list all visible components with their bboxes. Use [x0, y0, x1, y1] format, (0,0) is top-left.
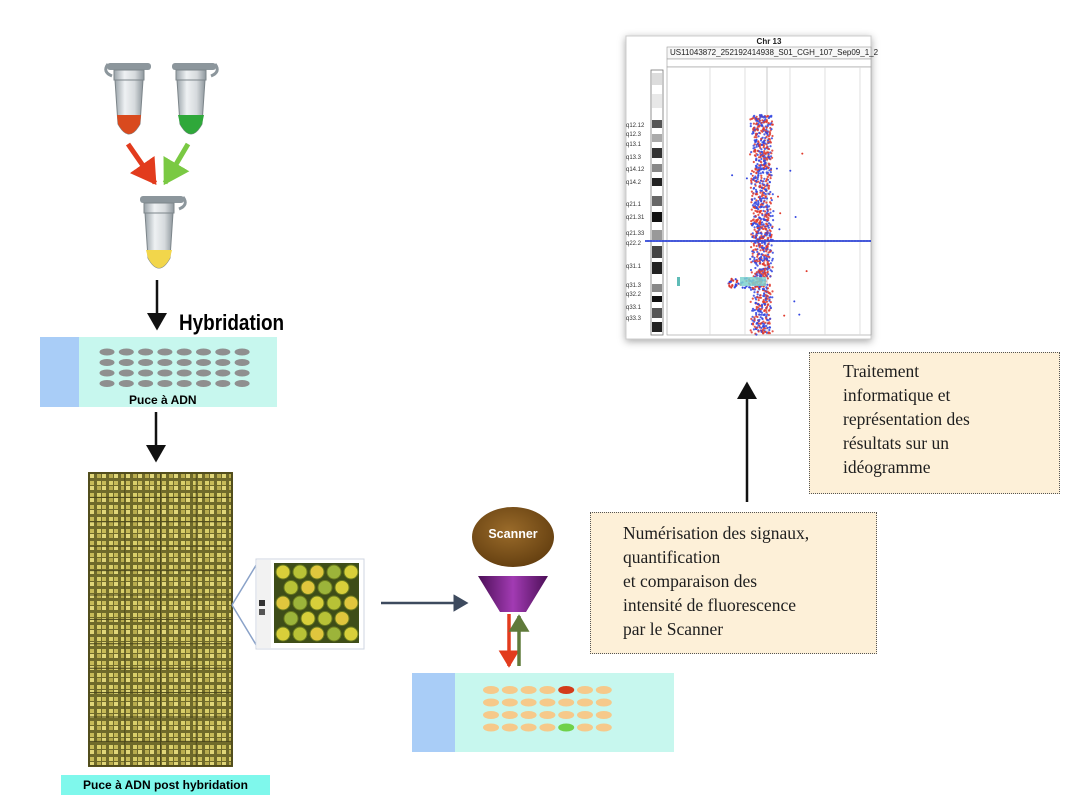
note-traitement-line: Traitement — [843, 361, 920, 381]
ideogram-band-label: q31.1 — [626, 264, 642, 270]
cgh-result-plot — [625, 35, 872, 340]
note-numerisation-line: intensité de fluorescence — [623, 595, 796, 615]
note-traitement-line: idéogramme — [843, 457, 931, 477]
red-sample-tube — [104, 63, 151, 135]
ideogram-band-label: q13.3 — [626, 155, 642, 161]
plot-chromosome-title: Chr 13 — [756, 37, 782, 46]
ideogram-band-label: q14.2 — [626, 180, 642, 186]
note-numerisation-line: et comparaison des — [623, 571, 758, 591]
scanner-label: Scanner — [488, 527, 538, 541]
note-numerisation-line: Numérisation des signaux, — [623, 523, 810, 543]
post-hybridation-chip-image — [88, 472, 233, 767]
note-numerisation-line: quantification — [623, 547, 721, 567]
scanner-device — [472, 507, 554, 612]
note-traitement-line: résultats sur un — [843, 433, 949, 453]
note-numerisation-line: par le Scanner — [623, 619, 724, 639]
note-numerisation: Numérisation des signaux, quantification… — [590, 512, 877, 654]
ideogram-band-label: q22.2 — [626, 241, 642, 247]
zoom-inset-image — [255, 558, 365, 650]
ideogram-band-label: q12.3 — [626, 132, 642, 138]
note-traitement-line: informatique et — [843, 385, 951, 405]
ideogram-band-label: q32.2 — [626, 292, 642, 298]
ideogram-band-label: q13.1 — [626, 142, 642, 148]
mixed-sample-tube — [140, 196, 187, 269]
note-traitement: Traitement informatique et représentatio… — [809, 352, 1060, 494]
ideogram-band-label: q14.12 — [626, 167, 645, 173]
ideogram-band-label: q33.3 — [626, 316, 642, 322]
ideogram-band-label: q21.1 — [626, 202, 642, 208]
ideogram-band-labels: q12.12 q12.3 q13.1 q13.3 q14.12 q14.2 q21.1 q21… — [626, 0, 652, 340]
ideogram-band-label: q12.12 — [626, 123, 645, 129]
plot-sample-name: US11043872_252192414938_S01_CGH_107_Sep0… — [670, 48, 879, 57]
hybridation-label: Hybridation — [179, 310, 285, 335]
chip-label: Puce à ADN — [129, 393, 197, 407]
red-merge-arrow — [125, 142, 158, 186]
green-merge-arrow — [162, 142, 191, 186]
ideogram-band-label: q21.31 — [626, 215, 645, 221]
dna-chip — [40, 337, 277, 407]
ideogram-band-label: q33.1 — [626, 305, 642, 311]
ideogram-band-label: q31.3 — [626, 283, 642, 289]
ideogram-band-label: q21.33 — [626, 231, 645, 237]
green-sample-tube — [172, 63, 219, 135]
note-traitement-line: représentation des — [843, 409, 970, 429]
scanned-chip — [412, 673, 674, 752]
post-hybridation-label: Puce à ADN post hybridation — [61, 775, 270, 795]
